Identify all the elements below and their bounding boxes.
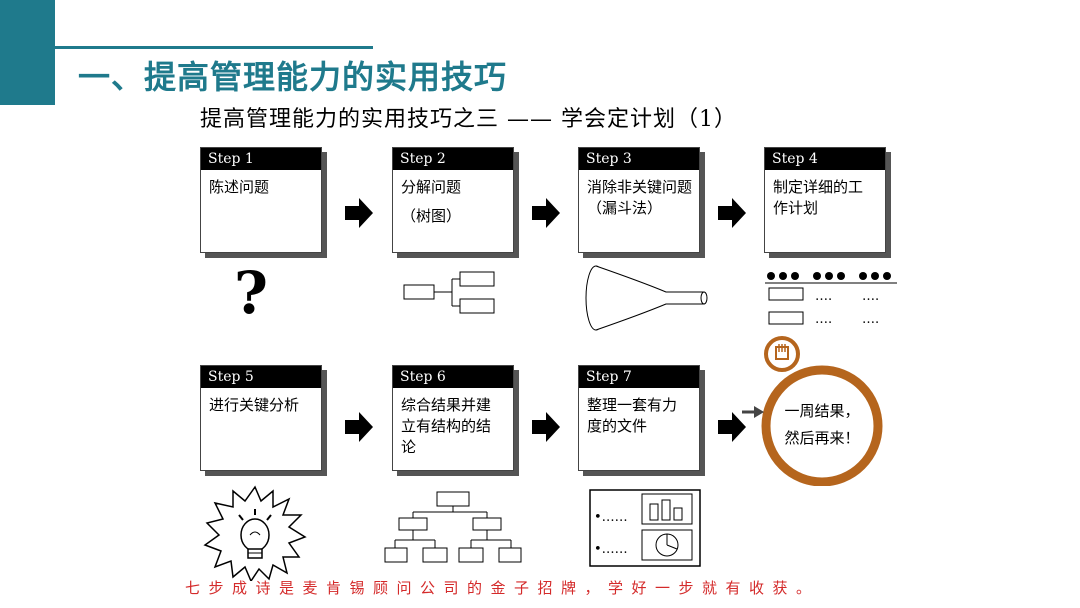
step-2-text-note: （树图） (401, 207, 462, 225)
step-4-label: Step 4 (765, 148, 885, 170)
step-6-label: Step 6 (393, 366, 513, 388)
page-title: 一、提高管理能力的实用技巧 (78, 58, 508, 96)
step-2-box: Step 2 分解问题 （树图） (392, 147, 514, 253)
funnel-icon (585, 265, 708, 331)
corner-accent-block (0, 0, 55, 105)
arrow-right-icon (345, 412, 373, 442)
footer-note: 七步成诗是麦肯锡顾问公司的金子招牌，学好一步就有收获。 (185, 579, 820, 597)
lightbulb-icon (203, 485, 307, 581)
step-3-box: Step 3 消除非关键问题（漏斗法） (578, 147, 700, 253)
step-5-box: Step 5 进行关键分析 (200, 365, 322, 471)
page-subtitle: 提高管理能力的实用技巧之三 —— 学会定计划（1） (200, 107, 737, 132)
arrow-right-icon (718, 412, 746, 442)
tree-diagram-icon (403, 271, 495, 314)
plan-bullets-icon (765, 272, 897, 284)
step-6-box: Step 6 综合结果并建立有结构的结论 (392, 365, 514, 471)
step-1-box: Step 1 陈述问题 (200, 147, 322, 253)
step-4-text: 制定详细的工作计划 (773, 178, 864, 217)
step-5-label: Step 5 (201, 366, 321, 388)
plan-dots: …. (815, 289, 833, 304)
question-mark-icon: ? (234, 259, 268, 327)
stopwatch-line-2: 然后再来！ (784, 429, 860, 447)
step-1-label: Step 1 (201, 148, 321, 170)
plan-box-icon (768, 287, 804, 325)
step-4-box: Step 4 制定详细的工作计划 (764, 147, 886, 253)
step-3-text: 消除非关键问题（漏斗法） (587, 178, 693, 217)
title-accent-line (55, 46, 373, 49)
step-6-text: 综合结果并建立有结构的结论 (401, 396, 492, 456)
report-dots: •…… (594, 510, 628, 525)
stopwatch-icon (742, 336, 883, 486)
step-1-text: 陈述问题 (209, 178, 270, 196)
arrow-right-icon (532, 412, 560, 442)
arrow-right-icon (345, 198, 373, 228)
step-3-label: Step 3 (579, 148, 699, 170)
stopwatch-line-1: 一周结果， (784, 402, 860, 420)
report-dots: •…… (594, 542, 628, 557)
arrow-right-icon (718, 198, 746, 228)
org-chart-icon (384, 491, 522, 563)
step-7-text: 整理一套有力度的文件 (587, 396, 678, 435)
step-7-box: Step 7 整理一套有力度的文件 (578, 365, 700, 471)
step-5-text: 进行关键分析 (209, 396, 300, 414)
plan-dots: …. (815, 312, 833, 327)
step-7-label: Step 7 (579, 366, 699, 388)
plan-dots: …. (862, 289, 880, 304)
plan-dots: …. (862, 312, 880, 327)
report-document-icon (589, 489, 701, 567)
step-2-label: Step 2 (393, 148, 513, 170)
arrow-right-icon (532, 198, 560, 228)
step-2-text: 分解问题 (401, 178, 462, 196)
